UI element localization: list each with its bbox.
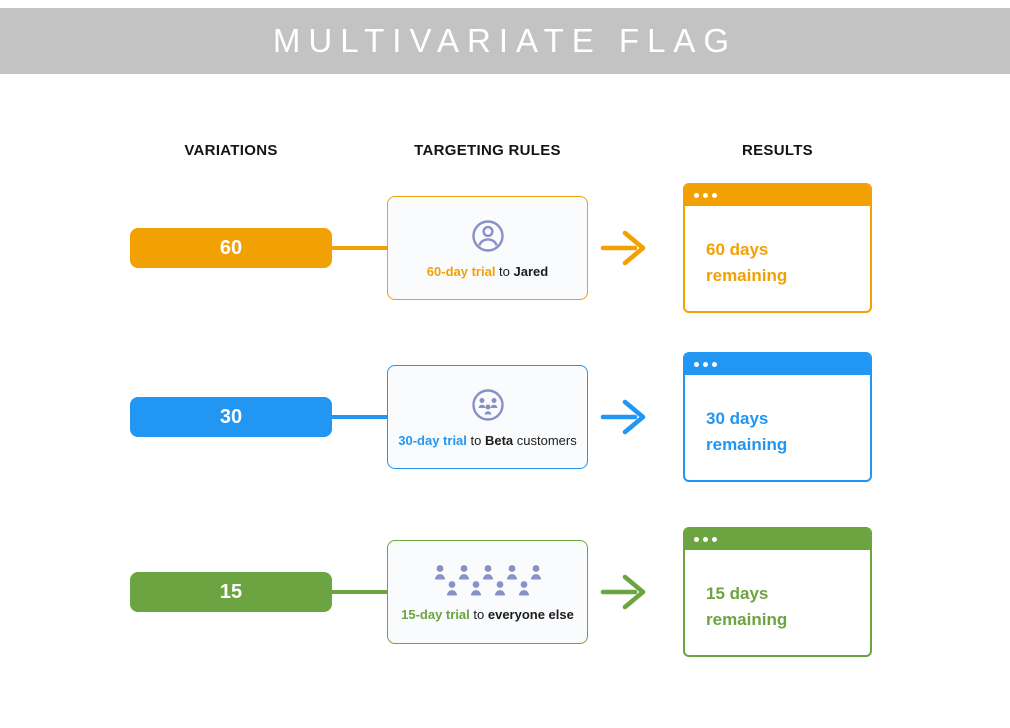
- page-title: MULTIVARIATE FLAG: [272, 22, 738, 59]
- window-dot-icon: [703, 537, 708, 542]
- targeting-rule-card: 30-day trial to Beta customers: [387, 365, 588, 469]
- window-dot-icon: [712, 362, 717, 367]
- variation-value: 15: [219, 580, 243, 603]
- result-text: 30 days remaining: [685, 375, 870, 458]
- rule-target-bold: Beta: [484, 433, 514, 448]
- user-circle-icon: [468, 216, 508, 256]
- variation-pill: 15: [130, 572, 332, 612]
- result-line-2: remaining: [706, 435, 788, 454]
- rule-target-bold: everyone else: [487, 607, 574, 622]
- result-window: 60 days remaining: [683, 183, 872, 313]
- rule-target-plain: customers: [513, 433, 577, 448]
- column-header-variations: VARIATIONS: [184, 142, 278, 159]
- rule-trial: 60-day trial: [426, 264, 496, 279]
- window-dot-icon: [712, 193, 717, 198]
- rule-text: 15-day trial to everyone else: [391, 606, 584, 623]
- beta-customers-globe-icon: [468, 385, 508, 425]
- column-header-results: RESULTS: [742, 142, 813, 159]
- targeting-rule-card: 15-day trial to everyone else: [387, 540, 588, 644]
- result-text: 60 days remaining: [685, 206, 870, 289]
- variation-pill: 30: [130, 397, 332, 437]
- result-window: 30 days remaining: [683, 352, 872, 482]
- connector-line: [328, 246, 390, 250]
- title-banner: MULTIVARIATE FLAG: [0, 8, 1010, 74]
- rule-connector: to: [495, 264, 514, 279]
- window-dot-icon: [694, 362, 699, 367]
- window-dot-icon: [703, 193, 708, 198]
- rule-target-bold: Jared: [513, 264, 549, 279]
- result-window: 15 days remaining: [683, 527, 872, 657]
- arrow-icon: [600, 570, 658, 614]
- flow-row-60: 60 60-day trial to Jared: [0, 183, 1010, 315]
- arrow-icon: [600, 395, 658, 439]
- crowd-icon: [413, 561, 563, 599]
- window-titlebar: [685, 354, 870, 375]
- flow-row-30: 30 30-day trial to Beta customers: [0, 352, 1010, 484]
- arrow-icon: [600, 226, 658, 270]
- result-line-1: 15 days: [706, 584, 769, 603]
- window-titlebar: [685, 185, 870, 206]
- column-header-targeting-rules: TARGETING RULES: [414, 142, 561, 159]
- rule-trial: 30-day trial: [398, 433, 467, 448]
- variation-value: 60: [219, 236, 243, 259]
- rule-connector: to: [469, 607, 488, 622]
- result-line-2: remaining: [706, 610, 788, 629]
- variation-value: 30: [219, 405, 243, 428]
- rule-connector: to: [466, 433, 485, 448]
- rule-text: 60-day trial to Jared: [417, 263, 558, 280]
- targeting-rule-card: 60-day trial to Jared: [387, 196, 588, 300]
- connector-line: [328, 590, 390, 594]
- window-dot-icon: [703, 362, 708, 367]
- result-line-2: remaining: [706, 266, 788, 285]
- variation-pill: 60: [130, 228, 332, 268]
- flow-row-15: 15 15-day tri: [0, 527, 1010, 659]
- rule-trial: 15-day trial: [401, 607, 470, 622]
- window-dot-icon: [694, 193, 699, 198]
- rule-text: 30-day trial to Beta customers: [388, 432, 587, 449]
- window-dot-icon: [712, 537, 717, 542]
- result-line-1: 30 days: [706, 409, 769, 428]
- window-dot-icon: [694, 537, 699, 542]
- result-text: 15 days remaining: [685, 550, 870, 633]
- result-line-1: 60 days: [706, 240, 769, 259]
- window-titlebar: [685, 529, 870, 550]
- connector-line: [328, 415, 390, 419]
